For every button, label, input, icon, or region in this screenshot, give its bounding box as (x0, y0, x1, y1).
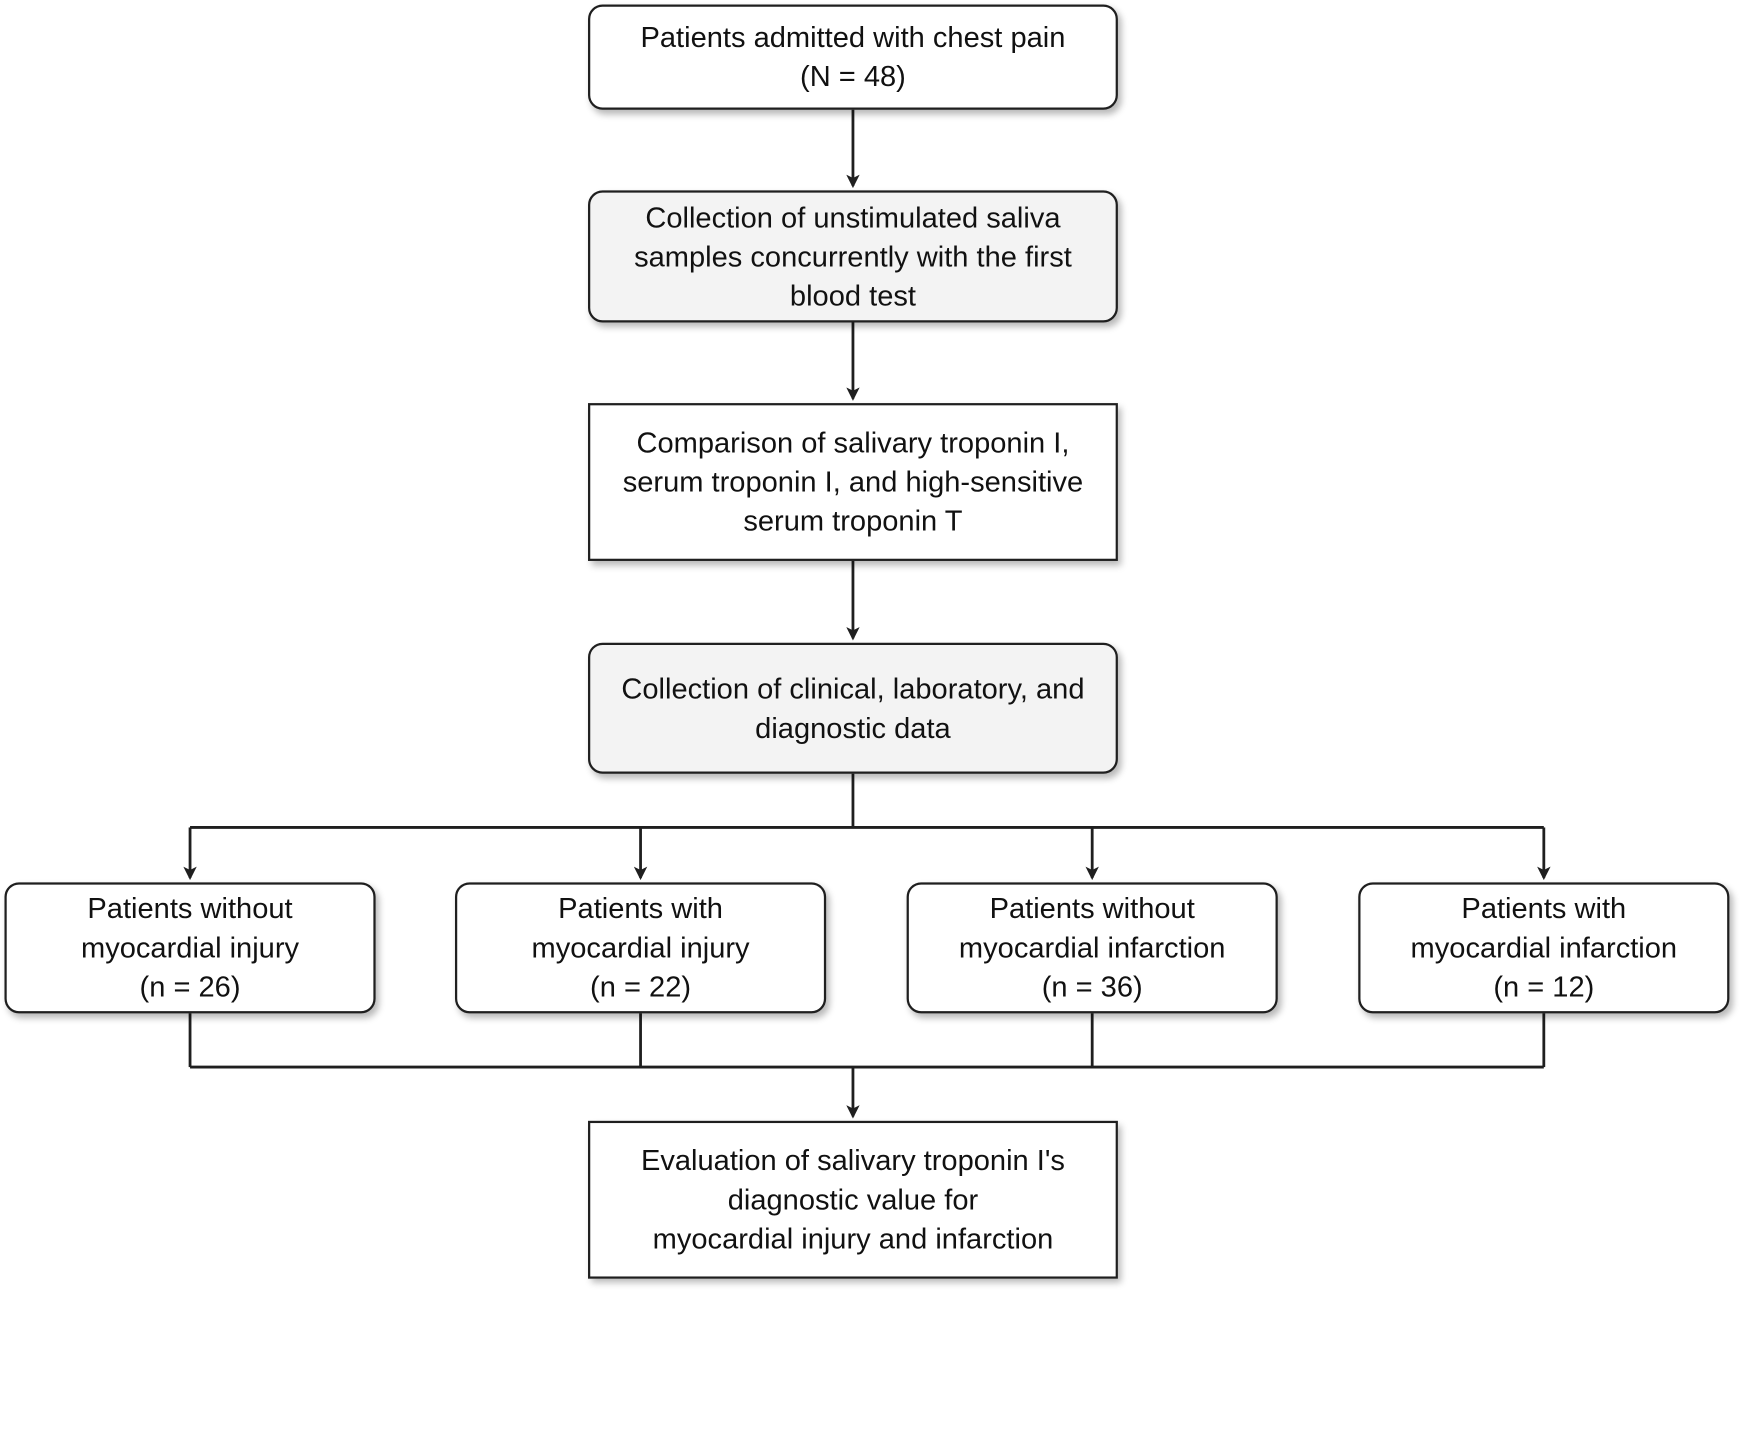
node-infarction-label: Patients with myocardial infarction (n =… (1410, 891, 1678, 1004)
node-admitted-label: Patients admitted with chest pain (N = 4… (640, 20, 1066, 93)
node-evaluation-label: Evaluation of salivary troponin I's diag… (640, 1143, 1065, 1256)
node-clinical-label: Collection of clinical, laboratory, and … (621, 671, 1085, 745)
node-no-infarction: Patients without myocardial infarction (… (906, 882, 1278, 1014)
node-injury-label: Patients with myocardial injury (n = 22) (531, 891, 750, 1004)
node-saliva-label: Collection of unstimulated saliva sample… (634, 199, 1072, 312)
node-injury: Patients with myocardial injury (n = 22) (454, 882, 827, 1014)
node-comparison: Comparison of salivary troponin I, serum… (588, 403, 1118, 561)
node-no-infarction-label: Patients without myocardial infarction (… (958, 891, 1226, 1004)
connector-layer (183, 109, 1551, 1119)
node-clinical: Collection of clinical, laboratory, and … (588, 642, 1118, 774)
node-evaluation: Evaluation of salivary troponin I's diag… (588, 1120, 1118, 1279)
node-saliva: Collection of unstimulated saliva sample… (588, 190, 1118, 323)
node-no-injury: Patients without myocardial injury (n = … (4, 882, 376, 1014)
node-admitted: Patients admitted with chest pain (N = 4… (588, 4, 1118, 110)
node-comparison-label: Comparison of salivary troponin I, serum… (622, 425, 1084, 538)
node-no-injury-label: Patients without myocardial injury (n = … (80, 891, 300, 1004)
node-infarction: Patients with myocardial infarction (n =… (1358, 882, 1730, 1014)
